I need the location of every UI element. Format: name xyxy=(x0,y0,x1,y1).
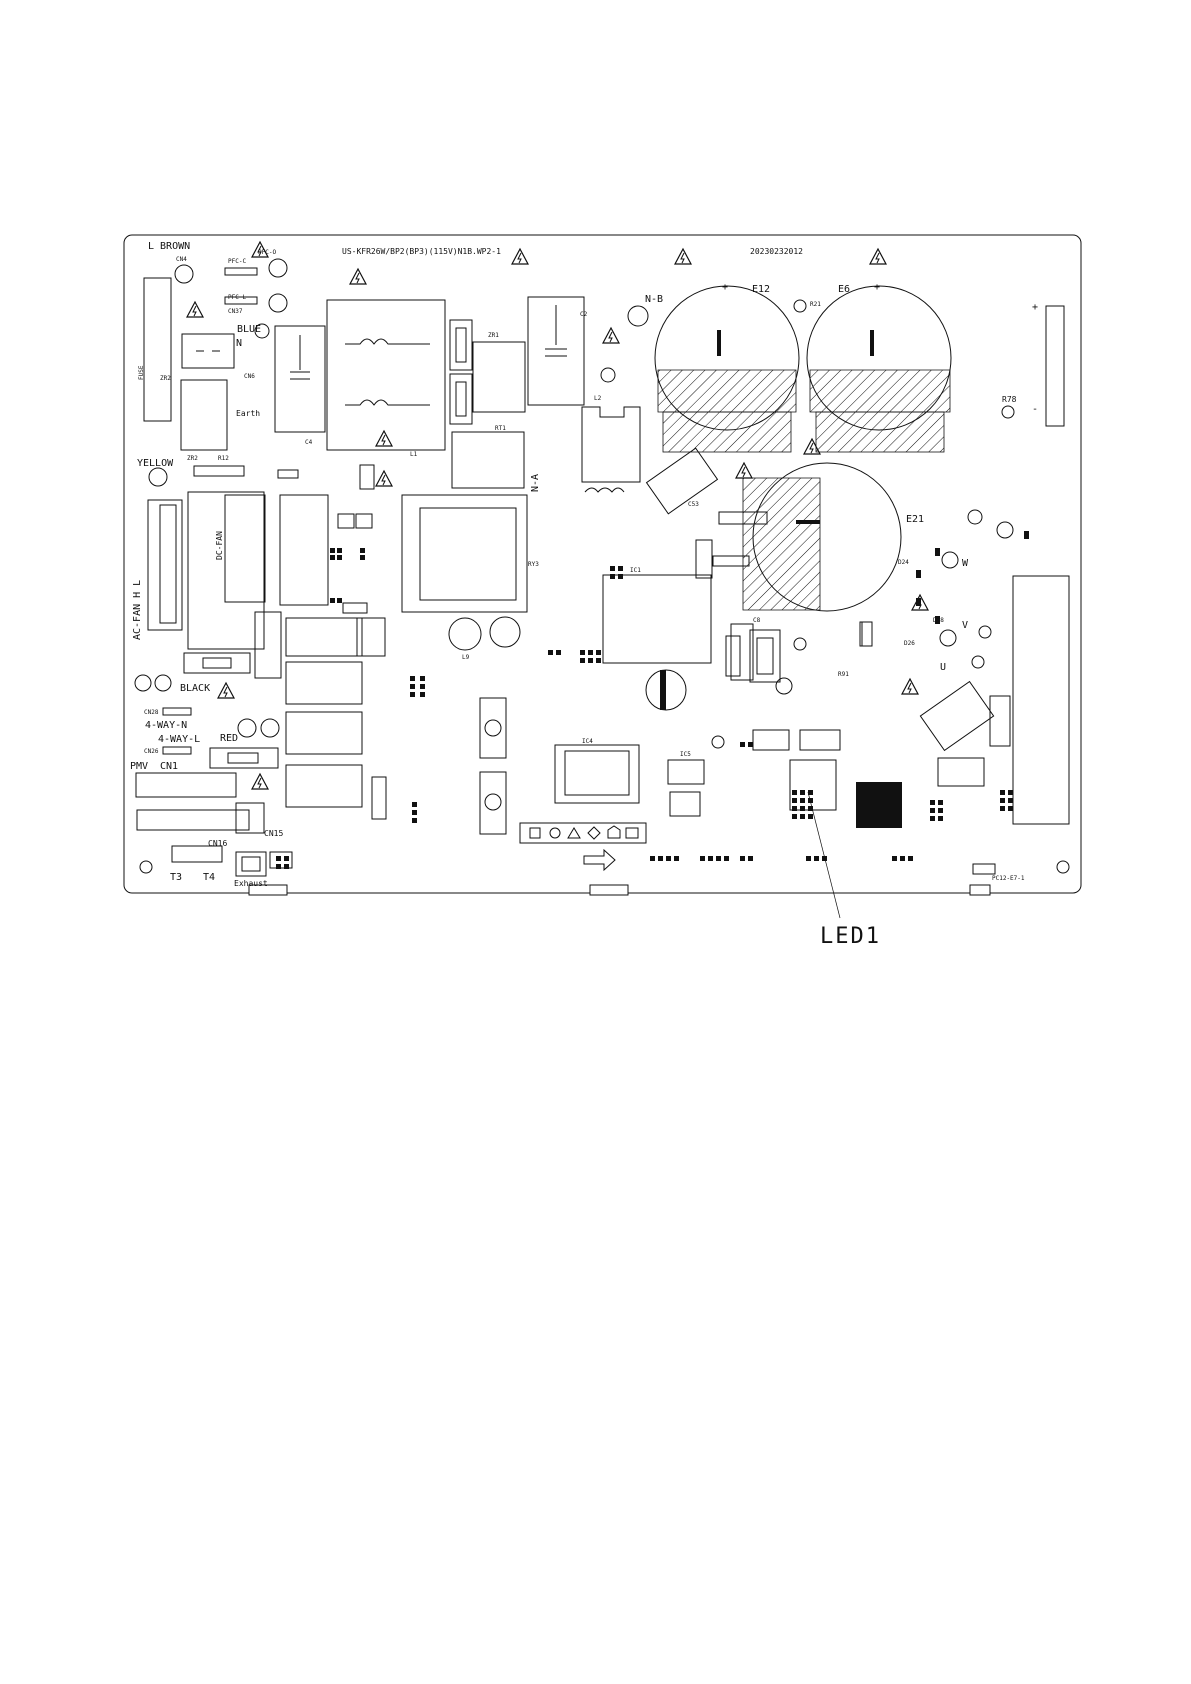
svg-text:+: + xyxy=(1032,302,1038,313)
date-code-label: 20230232012 xyxy=(750,247,803,256)
led1-callout: LED1 xyxy=(820,924,881,949)
svg-text:CN6: CN6 xyxy=(244,373,255,380)
svg-text:CN1: CN1 xyxy=(160,761,178,772)
yellow-label: YELLOW xyxy=(137,458,174,469)
svg-text:ZR1: ZR1 xyxy=(488,332,499,339)
svg-text:CN26: CN26 xyxy=(144,748,159,755)
svg-text:R78: R78 xyxy=(1002,395,1017,404)
svg-text:CN37: CN37 xyxy=(228,308,243,315)
warning-triangle-icon xyxy=(375,430,393,447)
svg-text:R21: R21 xyxy=(810,301,821,308)
svg-text:E21: E21 xyxy=(906,514,924,525)
led1-leader-line xyxy=(807,791,841,919)
svg-text:E6: E6 xyxy=(838,284,850,295)
warning-triangle-icon xyxy=(869,248,887,265)
v-label: V xyxy=(962,620,968,631)
svg-text:ZR2: ZR2 xyxy=(187,455,198,462)
w-label: W xyxy=(962,558,969,569)
l-brown-label: L BROWN xyxy=(148,241,190,252)
svg-text:-: - xyxy=(1032,404,1038,415)
u-label: U xyxy=(940,662,946,673)
warning-triangle-icon xyxy=(186,301,204,318)
svg-text:CN28: CN28 xyxy=(144,709,159,716)
svg-text:L1: L1 xyxy=(410,451,418,458)
earth-label: Earth xyxy=(236,409,260,418)
mcu-chip xyxy=(856,782,902,828)
svg-text:E12: E12 xyxy=(752,284,770,295)
board-outline xyxy=(123,234,1082,894)
inductor-l2 xyxy=(581,406,641,483)
svg-text:C4: C4 xyxy=(305,439,313,446)
svg-text:C53: C53 xyxy=(688,501,699,508)
four-way-n-label: 4-WAY-N xyxy=(145,720,187,731)
svg-text:N: N xyxy=(236,338,242,349)
t3-label: T3 xyxy=(170,872,182,883)
svg-text:PFC-C: PFC-C xyxy=(228,258,246,265)
warning-triangle-icon xyxy=(602,327,620,344)
mounting-hole xyxy=(1056,860,1070,874)
svg-text:FUSE: FUSE xyxy=(138,365,145,380)
warning-triangle-icon xyxy=(217,682,235,699)
svg-text:ZR2: ZR2 xyxy=(160,375,171,382)
svg-text:+: + xyxy=(722,282,728,293)
t4-label: T4 xyxy=(203,872,215,883)
svg-text:PFC-O: PFC-O xyxy=(258,249,276,256)
capacitor-e21: E21 xyxy=(742,462,924,612)
svg-text:L2: L2 xyxy=(594,395,602,402)
svg-text:+: + xyxy=(874,282,880,293)
ac-fan-label: AC-FAN H L xyxy=(132,580,143,640)
fuse-holder xyxy=(143,277,172,422)
svg-text:D24: D24 xyxy=(898,559,909,566)
svg-text:CN15: CN15 xyxy=(264,829,283,838)
svg-text:C2: C2 xyxy=(580,311,588,318)
dc-fan-label: DC-FAN xyxy=(215,531,224,560)
arrow-icon xyxy=(583,848,616,872)
svg-text:R12: R12 xyxy=(218,455,229,462)
svg-text:RT1: RT1 xyxy=(495,425,506,432)
svg-text:IC5: IC5 xyxy=(680,751,691,758)
black-label: BLACK xyxy=(180,683,210,694)
svg-text:D26: D26 xyxy=(904,640,915,647)
capacitor-e12: E12 + xyxy=(654,282,800,453)
svg-text:CN4: CN4 xyxy=(176,256,187,263)
svg-text:PC12-E7-1: PC12-E7-1 xyxy=(992,875,1025,882)
warning-triangle-icon xyxy=(674,248,692,265)
warning-triangle-icon xyxy=(375,470,393,487)
warning-triangle-icon xyxy=(735,462,753,479)
four-way-l-label: 4-WAY-L xyxy=(158,734,200,745)
choke-l1 xyxy=(326,299,446,451)
pmv-label: PMV xyxy=(130,761,148,772)
warning-triangle-icon xyxy=(901,678,919,695)
svg-text:R91: R91 xyxy=(838,671,849,678)
svg-text:IC4: IC4 xyxy=(582,738,593,745)
mounting-hole xyxy=(139,860,153,874)
warning-triangle-icon xyxy=(251,773,269,790)
warning-triangle-icon xyxy=(349,268,367,285)
warning-triangle-icon xyxy=(511,248,529,265)
exhaust-label: Exhaust xyxy=(234,879,268,888)
red-label: RED xyxy=(220,733,238,744)
svg-text:L9: L9 xyxy=(462,654,470,661)
blue-label: BLUE xyxy=(237,324,261,335)
svg-text:CN16: CN16 xyxy=(208,839,227,848)
n-a-label: N-A xyxy=(530,474,541,492)
svg-text:C8: C8 xyxy=(753,617,761,624)
svg-text:IC1: IC1 xyxy=(630,567,641,574)
capacitor-e6: E6 + xyxy=(806,282,952,453)
part-number-label: US-KFR26W/BP2(BP3)(115V)N1B.WP2-1 xyxy=(342,247,501,256)
svg-text:RY3: RY3 xyxy=(528,561,539,568)
n-b-label: N-B xyxy=(645,294,663,305)
